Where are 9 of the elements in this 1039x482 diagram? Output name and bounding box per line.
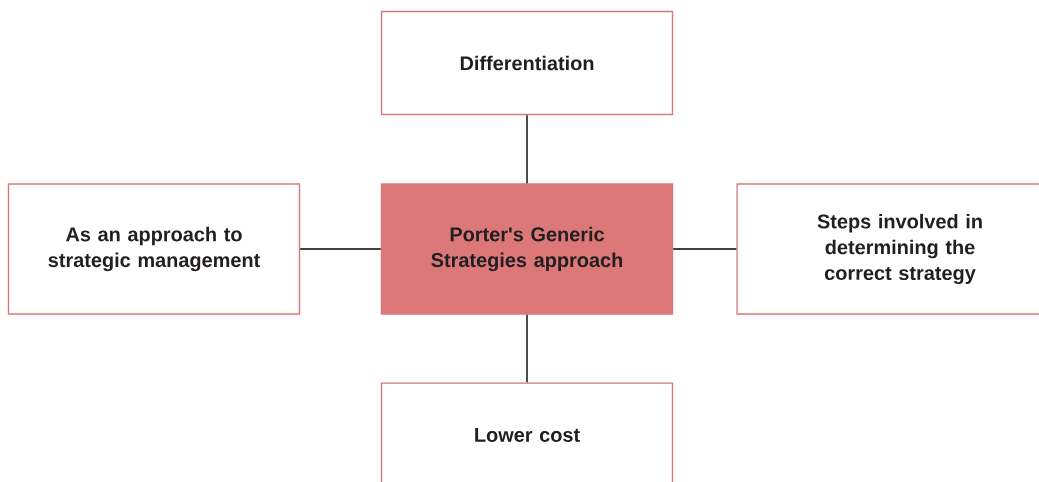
connector-line xyxy=(672,248,737,250)
topic-box: Lower cost xyxy=(380,382,674,482)
topic-box: Differentiation xyxy=(380,10,674,116)
connector-line xyxy=(526,114,528,184)
connector-line xyxy=(299,248,382,250)
connector-line xyxy=(526,314,528,383)
topic-box: As an approach to strategic management xyxy=(7,183,301,315)
center-box: Porter's Generic Strategies approach xyxy=(380,183,674,315)
topic-box: Steps involved in determining the correct strategy xyxy=(736,183,1039,315)
